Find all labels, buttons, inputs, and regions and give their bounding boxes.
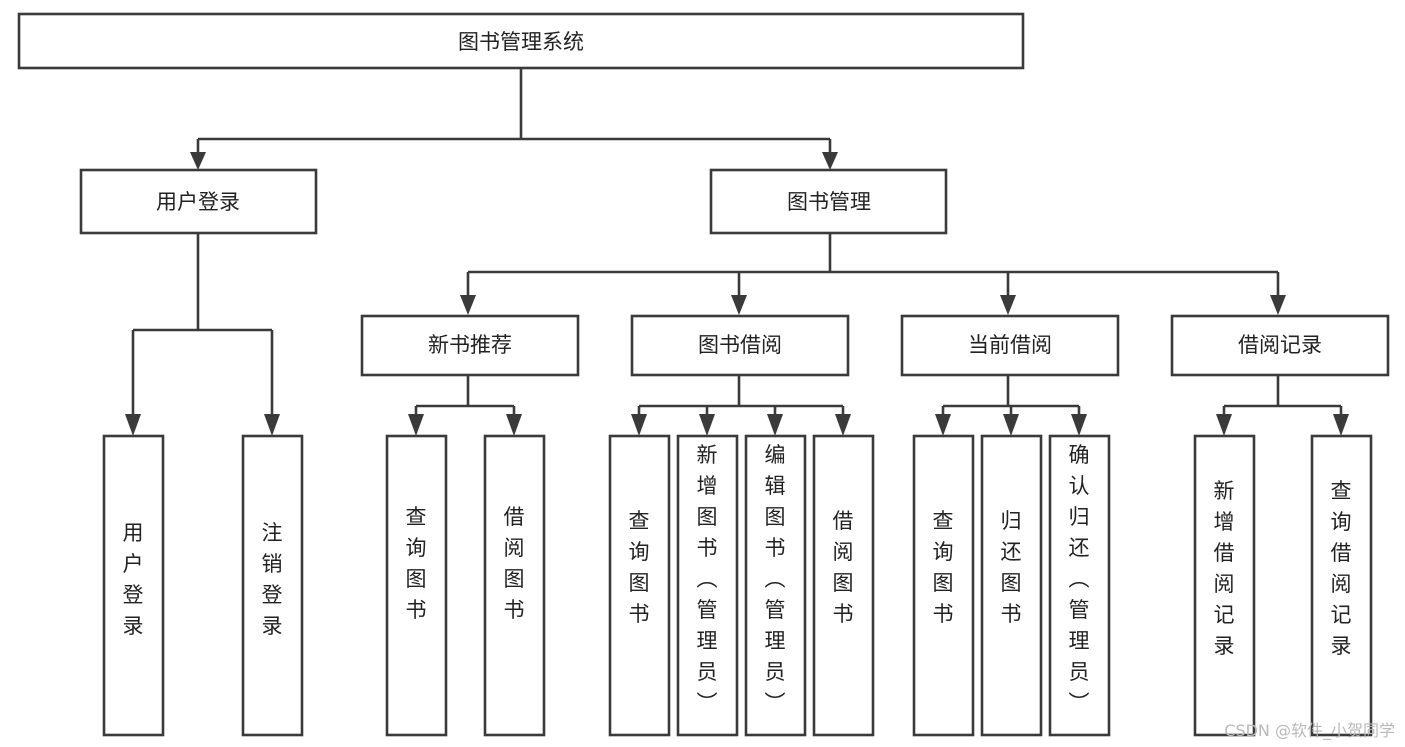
node-root-label: 图书管理系统 — [458, 30, 584, 54]
leaf-cb-return-book-box[interactable] — [980, 434, 1043, 737]
leaf-cb-query-book-label: 查询图书 — [933, 509, 954, 626]
arrow-to-book-mgmt — [822, 152, 838, 170]
arrow-user-login-leaf-1 — [125, 414, 141, 436]
leaf-node[interactable]: 编辑图书︵管理员︶ — [744, 434, 807, 737]
arrow-user-login-leaf-2 — [264, 414, 280, 436]
arrow-book-borrow-leaf-1 — [631, 414, 647, 436]
node-user-login-label: 用户登录 — [156, 190, 240, 214]
leaf-bb-query-book-label: 查询图书 — [629, 509, 650, 626]
leaf-node[interactable]: 确认归还︵管理员︶ — [1048, 434, 1111, 737]
arrow-to-new-book — [460, 295, 476, 315]
leaf-br-add-record-box[interactable] — [1193, 434, 1256, 737]
node-new-book-recommend-label: 新书推荐 — [428, 333, 512, 357]
arrow-book-borrow-leaf-3 — [767, 414, 783, 436]
leaf-node[interactable]: 查询图书 — [912, 434, 975, 737]
arrow-current-borrow-leaf-2 — [1003, 414, 1019, 436]
node-new-book-recommend-box[interactable] — [360, 314, 580, 377]
leaf-node[interactable]: 新增图书︵管理员︶ — [676, 434, 739, 737]
leaf-nb-borrow-book-label: 借阅图书 — [504, 505, 525, 622]
node-user-login-box[interactable] — [79, 168, 318, 235]
node-borrow-record[interactable]: 借阅记录 — [1170, 314, 1390, 377]
arrow-to-book-borrow — [731, 295, 747, 315]
leaf-bb-borrow-book-label: 借阅图书 — [833, 509, 854, 626]
node-user-login[interactable]: 用户登录 — [79, 168, 318, 235]
leaf-node[interactable]: 注销登录 — [241, 434, 304, 737]
arrow-to-borrow-record — [1270, 295, 1286, 315]
leaf-user-login-box[interactable] — [102, 434, 165, 737]
arrow-current-borrow-leaf-1 — [935, 414, 951, 436]
connectors-borrow-record-to-leaves — [1216, 375, 1349, 436]
arrow-book-borrow-leaf-4 — [835, 414, 851, 436]
node-book-borrow[interactable]: 图书借阅 — [630, 314, 850, 377]
connectors-new-book-to-leaves — [408, 375, 522, 436]
node-book-borrow-label: 图书借阅 — [698, 333, 782, 357]
node-book-borrow-box[interactable] — [630, 314, 850, 377]
leaf-bb-edit-book-label: 编辑图书︵管理员︶ — [765, 443, 786, 715]
leaf-nb-borrow-book-box[interactable] — [483, 434, 546, 737]
node-root[interactable]: 图书管理系统 — [17, 12, 1025, 70]
leaf-cb-confirm-return-label: 确认归还︵管理员︶ — [1069, 443, 1090, 715]
arrow-to-user-login — [190, 152, 206, 170]
arrow-borrow-record-leaf-2 — [1333, 414, 1349, 436]
leaf-node[interactable]: 借阅图书 — [812, 434, 875, 737]
node-borrow-record-label: 借阅记录 — [1238, 333, 1322, 357]
leaf-user-login-label: 用户登录 — [123, 521, 144, 638]
leaf-logout-box[interactable] — [241, 434, 304, 737]
leaf-node[interactable]: 用户登录 — [102, 434, 165, 737]
node-borrow-record-box[interactable] — [1170, 314, 1390, 377]
node-new-book-recommend[interactable]: 新书推荐 — [360, 314, 580, 377]
leaf-br-query-record-box[interactable] — [1310, 434, 1373, 737]
node-book-management-box[interactable] — [709, 168, 948, 235]
leaf-node[interactable]: 查询图书 — [608, 434, 671, 737]
arrow-borrow-record-leaf-1 — [1216, 414, 1232, 436]
leaf-node[interactable]: 查询借阅记录 — [1310, 434, 1373, 737]
leaf-nb-query-book-label: 查询图书 — [406, 505, 427, 622]
leaf-node[interactable]: 新增借阅记录 — [1193, 434, 1256, 737]
arrow-to-current-borrow — [1000, 295, 1016, 315]
connectors-current-borrow-to-leaves — [935, 375, 1087, 436]
connectors-book-mgmt-to-level3 — [460, 233, 1286, 315]
node-book-management-label: 图书管理 — [787, 190, 871, 214]
arrow-current-borrow-leaf-3 — [1071, 414, 1087, 436]
arrow-new-book-leaf-1 — [408, 414, 424, 436]
node-current-borrow[interactable]: 当前借阅 — [900, 314, 1120, 377]
node-root-box[interactable] — [17, 12, 1025, 70]
leaf-cb-confirm-return-box[interactable] — [1048, 434, 1111, 737]
leaf-bb-edit-book-box[interactable] — [744, 434, 807, 737]
node-current-borrow-label: 当前借阅 — [968, 333, 1052, 357]
leaf-cb-query-book-box[interactable] — [912, 434, 975, 737]
leaf-cb-return-book-label: 归还图书 — [1001, 509, 1022, 626]
leaf-br-add-record-label: 新增借阅记录 — [1214, 479, 1235, 658]
leaf-node[interactable]: 归还图书 — [980, 434, 1043, 737]
leaf-br-query-record-label: 查询借阅记录 — [1331, 479, 1352, 658]
leaf-bb-add-book-box[interactable] — [676, 434, 739, 737]
leaf-bb-query-book-box[interactable] — [608, 434, 671, 737]
leaf-nb-query-book-box[interactable] — [385, 434, 448, 737]
leaf-logout-label: 注销登录 — [262, 521, 283, 638]
connectors-user-login-to-leaves — [125, 233, 280, 436]
node-book-management[interactable]: 图书管理 — [709, 168, 948, 235]
connectors-root-to-level2 — [190, 68, 838, 170]
leaf-node[interactable]: 借阅图书 — [483, 434, 546, 737]
leaf-node[interactable]: 查询图书 — [385, 434, 448, 737]
arrow-new-book-leaf-2 — [506, 414, 522, 436]
connectors-book-borrow-to-leaves — [631, 375, 851, 436]
leaf-bb-borrow-book-box[interactable] — [812, 434, 875, 737]
arrow-book-borrow-leaf-2 — [699, 414, 715, 436]
node-current-borrow-box[interactable] — [900, 314, 1120, 377]
leaf-bb-add-book-label: 新增图书︵管理员︶ — [697, 443, 718, 715]
